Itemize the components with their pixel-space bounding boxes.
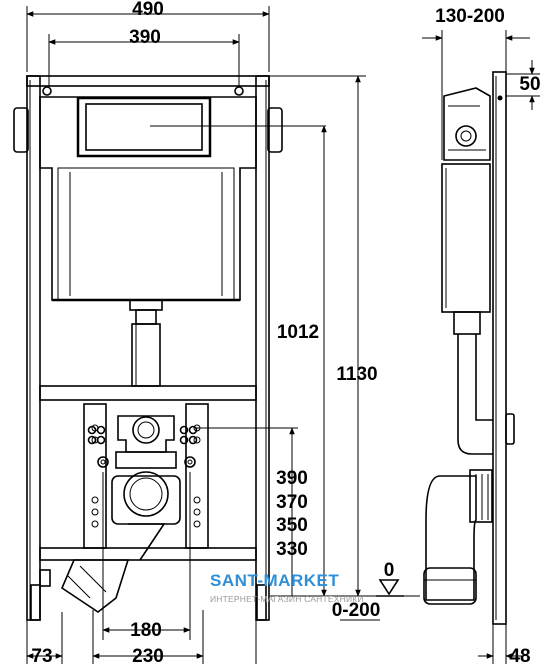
dim-frame-lower: 230 [132, 646, 164, 667]
rear-post [492, 71, 507, 625]
dim-height-total: 1130 [336, 364, 377, 385]
flush-pipe-side [453, 311, 493, 455]
water-connection [115, 415, 177, 469]
crossbar-lower [39, 547, 257, 561]
watermark-tagline: ИНТЕРНЕТ-МАГАЗИН САНТЕХНИКИ [210, 594, 364, 604]
cistern-side [441, 163, 491, 313]
side-view [376, 30, 540, 664]
waste-outlet [61, 471, 181, 613]
dim-floor-level: 0 [384, 560, 395, 581]
dim-width-mounting: 390 [129, 27, 161, 48]
dim-depth-range: 130-200 [435, 6, 505, 27]
dim-outlet-370: 370 [276, 492, 308, 513]
bolt-icon [42, 86, 52, 96]
side-bracket [443, 87, 491, 161]
crossbar-middle [39, 385, 257, 401]
watermark: SANT-MARKET ИНТЕРНЕТ-МАГАЗИН САНТЕХНИКИ [210, 571, 364, 604]
front-view [13, 6, 420, 664]
dim-width-total: 490 [132, 0, 164, 20]
floor-level-icon [376, 579, 404, 597]
dim-foot-adjust: 0-200 [332, 600, 381, 621]
dim-outlet-spacing: 180 [130, 620, 162, 641]
bolt-icon [497, 95, 503, 101]
frame-posts [13, 75, 283, 621]
dim-outlet-390: 390 [276, 468, 308, 489]
cistern [39, 96, 257, 311]
dim-foot-offset: 73 [31, 646, 52, 667]
dim-outlet-350: 350 [276, 515, 308, 536]
bolt-icon [234, 86, 244, 96]
stud-holes [87, 425, 198, 468]
dim-outlet-330: 330 [276, 539, 308, 560]
dim-foot-depth: 48 [509, 646, 530, 667]
dim-top-offset: 50 [519, 74, 540, 95]
dim-height-flush: 1012 [277, 322, 319, 343]
waste-bend-side [423, 469, 493, 605]
flush-plate-opening [76, 96, 212, 158]
watermark-brand: SANT-MARKET [210, 571, 339, 590]
dimension-labels: 490 390 1012 1130 390 370 350 330 180 23… [31, 0, 540, 667]
flush-pipe [131, 309, 161, 387]
